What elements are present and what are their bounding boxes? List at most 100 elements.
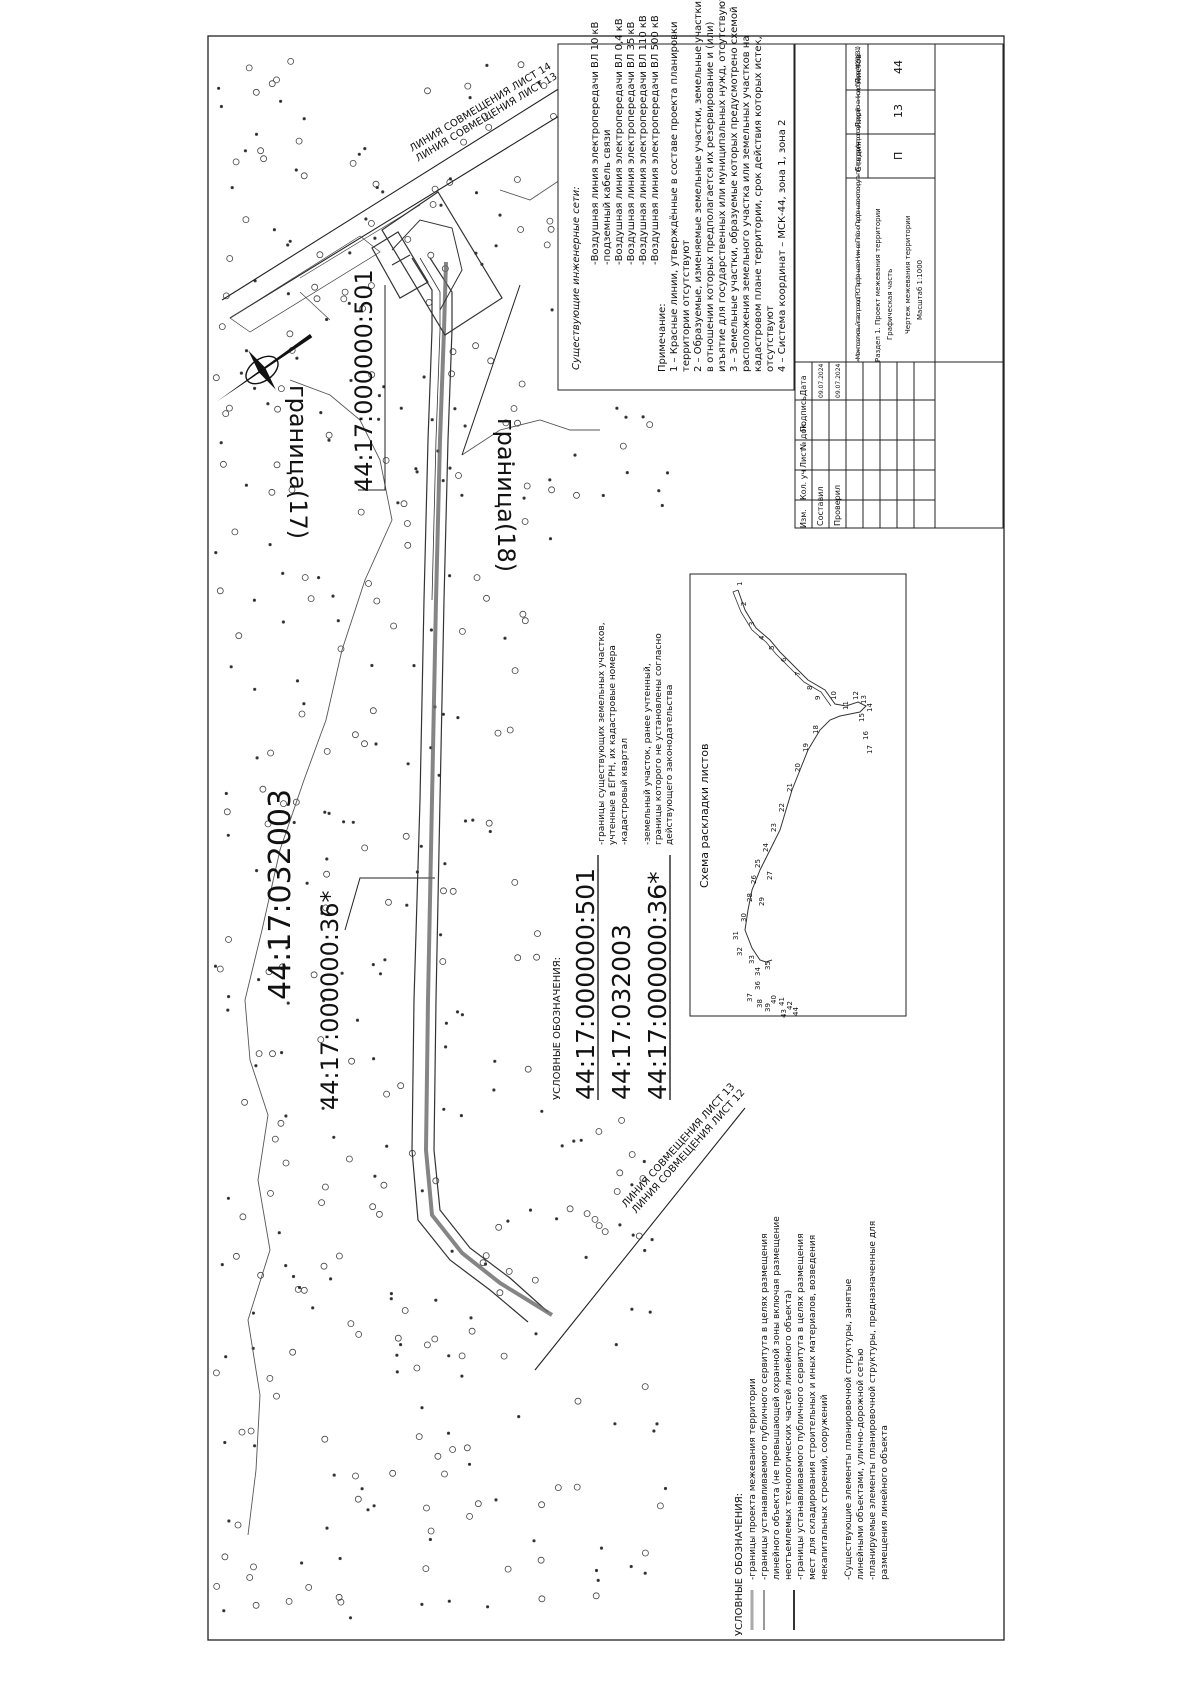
terrain-circle [285, 1598, 293, 1605]
terrain-circle [538, 1595, 546, 1603]
terrain-dot [292, 820, 296, 825]
terrain-circle [239, 1213, 247, 1221]
terrain-circle [613, 1188, 621, 1195]
terrain-circle [404, 541, 412, 549]
terrain-dot [548, 537, 553, 541]
scheme-sheet-number: 44 [792, 1007, 800, 1016]
terrain-circle [510, 405, 518, 412]
terrain-circle [212, 1369, 220, 1377]
legend-text: -земельный участок, ранее учтенный, [643, 663, 653, 845]
network-item: -Воздушная линия электропередачи ВЛ 35 к… [626, 21, 637, 265]
terrain-dot [295, 679, 300, 683]
scheme-sheet-number: 20 [794, 763, 802, 772]
terrain-circle [427, 1527, 435, 1535]
terrain-dot [395, 1353, 399, 1357]
terrain-circle [463, 1444, 471, 1452]
terrain-circle [323, 870, 331, 878]
terrain-dot [327, 438, 331, 442]
legend-main-line: -границы устанавливаемого публичного сер… [796, 1233, 806, 1580]
scheme-sheet-number: 42 [786, 1001, 794, 1010]
terrain-dot [517, 1415, 521, 1419]
scheme-sheet-number: 35 [764, 961, 772, 970]
terrain-circle [449, 887, 457, 895]
terrain-dot [596, 1578, 600, 1583]
label-parcel-501: 44:17:000000:501 [350, 269, 378, 492]
terrain-circle [521, 617, 529, 625]
terrain-dot [438, 933, 443, 937]
terrain-dot [295, 356, 299, 360]
leader-lines [344, 284, 521, 931]
terrain-circle [235, 632, 243, 640]
terrain-dot [302, 117, 306, 121]
terrain-circle [595, 1222, 603, 1229]
terrain-dot [643, 1571, 647, 1575]
terrain-dot [420, 1189, 424, 1193]
terrain-dot [281, 620, 285, 624]
terrain-circle [320, 1262, 328, 1270]
scheme-sheet-number: 23 [770, 823, 778, 832]
terrain-dot [503, 636, 507, 640]
terrain-dot [584, 1255, 588, 1260]
terrain-dot [226, 1008, 230, 1012]
terrain-circle [583, 1210, 591, 1217]
terrain-dot [284, 1114, 288, 1118]
tb-col-doc: № док. [799, 421, 808, 450]
terrain-dot [448, 466, 452, 470]
terrain-circle [225, 936, 232, 943]
terrain-circle [423, 1504, 430, 1512]
terrain-circle [223, 808, 231, 816]
terrain-circle [313, 295, 321, 303]
scheme-title: Схема раскладки листов [698, 744, 711, 888]
scheme-sheet-number: 9 [814, 696, 822, 700]
terrain-dot [641, 415, 645, 419]
scheme-sheet-number: 33 [748, 955, 756, 964]
terrain-dot [494, 1498, 498, 1502]
terrain-dot [281, 571, 285, 576]
terrain-circle [514, 954, 522, 962]
terrain-circle [257, 147, 265, 155]
scheme-sheet-number: 26 [750, 875, 758, 884]
terrain-circle [348, 1057, 356, 1065]
terrain-circle [280, 800, 287, 807]
terrain-dot [624, 415, 628, 419]
terrain-circle [483, 594, 490, 602]
sheet-frame [207, 35, 1005, 1641]
terrain-dot [443, 1045, 448, 1049]
terrain-circle [317, 1036, 325, 1043]
terrain-circle [245, 64, 253, 72]
legend-text: границы которого не установлены согласно [654, 633, 664, 845]
legend-main-line: -планируемые элементы планировочной стру… [868, 1221, 878, 1580]
terrain-circle [518, 380, 526, 388]
terrain-circle [365, 580, 372, 587]
terrain-dot [618, 1223, 622, 1227]
terrain-dot [375, 185, 379, 190]
terrain-circle [455, 472, 462, 479]
terrain-dot [286, 292, 290, 296]
terrain-dot [378, 972, 383, 976]
terrain-dot [398, 1343, 403, 1347]
terrain-dot [348, 251, 352, 255]
terrain-dot [286, 243, 290, 247]
terrain-circle [289, 1348, 297, 1356]
scheme-sheet-number: 14 [866, 703, 874, 712]
scheme-sheet-number: 24 [762, 843, 770, 852]
terrain-circle [574, 1397, 582, 1405]
terrain-circle [271, 1135, 279, 1143]
terrain-dot [254, 1064, 258, 1068]
terrain-circle [505, 1268, 513, 1275]
scheme-sheet-number: 27 [766, 871, 774, 880]
scheme-sheet-number: 2 [740, 602, 748, 606]
terrain-circle [373, 597, 381, 605]
tb-col-izm: Изм. [799, 509, 808, 528]
terrain-dot [299, 1561, 304, 1565]
terrain-circle [482, 1252, 490, 1259]
terrain-dot [253, 386, 257, 390]
terrain-dot [341, 820, 346, 824]
terrain-circle [260, 155, 268, 163]
terrain-dot [357, 152, 361, 156]
terrain-circle [369, 1203, 377, 1211]
terrain-dot [385, 1144, 389, 1148]
terrain-dot [355, 1018, 360, 1022]
terrain-dot [370, 663, 374, 668]
terrain-circle [273, 76, 280, 84]
